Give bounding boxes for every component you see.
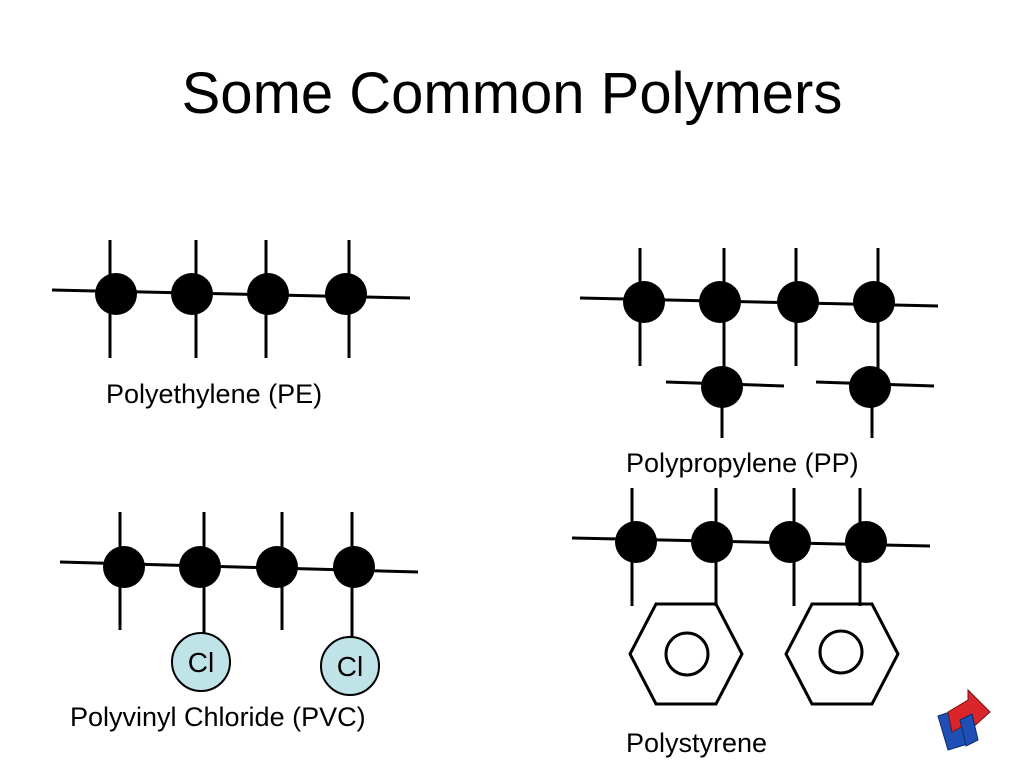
polystyrene-label: Polystyrene <box>626 728 768 758</box>
carbon-atom <box>256 546 298 588</box>
benzene-inner-circle <box>664 631 710 677</box>
carbon-atom <box>769 521 811 563</box>
pvc-atoms <box>103 546 375 588</box>
slide-title: Some Common Polymers <box>181 61 843 126</box>
chlorine-label: Cl <box>188 647 214 678</box>
carbon-atom <box>333 546 375 588</box>
carbon-atom <box>325 273 367 315</box>
chlorine-circle <box>171 632 231 692</box>
pvc-label: Polyvinyl Chloride (PVC) <box>70 702 366 732</box>
polypropylene-label: Polypropylene (PP) <box>626 448 859 478</box>
carbon-atom <box>777 281 819 323</box>
carbon-atom <box>103 546 145 588</box>
carbon-atom <box>699 281 741 323</box>
chlorine-atom-1: Cl <box>171 632 231 692</box>
polypropylene-diagram <box>579 248 939 438</box>
carbon-atom <box>849 366 891 408</box>
chlorine-label: Cl <box>337 651 363 682</box>
benzene-inner-circle <box>818 629 864 675</box>
chlorine-circle <box>320 636 380 696</box>
carbon-atom <box>95 273 137 315</box>
arrow-cube-logo-icon <box>937 688 991 751</box>
polypropylene-atoms <box>623 281 895 408</box>
polyethylene-atoms <box>95 273 367 315</box>
benzene-ring <box>784 602 900 706</box>
carbon-atom <box>845 521 887 563</box>
polyethylene-label: Polyethylene (PE) <box>106 379 323 409</box>
polystyrene-diagram <box>571 488 931 706</box>
carbon-atom <box>171 273 213 315</box>
benzene-ring <box>628 602 744 706</box>
carbon-atom <box>853 281 895 323</box>
carbon-atom <box>615 521 657 563</box>
carbon-atom <box>623 281 665 323</box>
carbon-atom <box>247 273 289 315</box>
polystyrene-atoms <box>615 521 887 563</box>
carbon-atom <box>701 366 743 408</box>
carbon-atom <box>691 521 733 563</box>
chlorine-atom-2: Cl <box>320 636 380 696</box>
carbon-atom <box>179 546 221 588</box>
